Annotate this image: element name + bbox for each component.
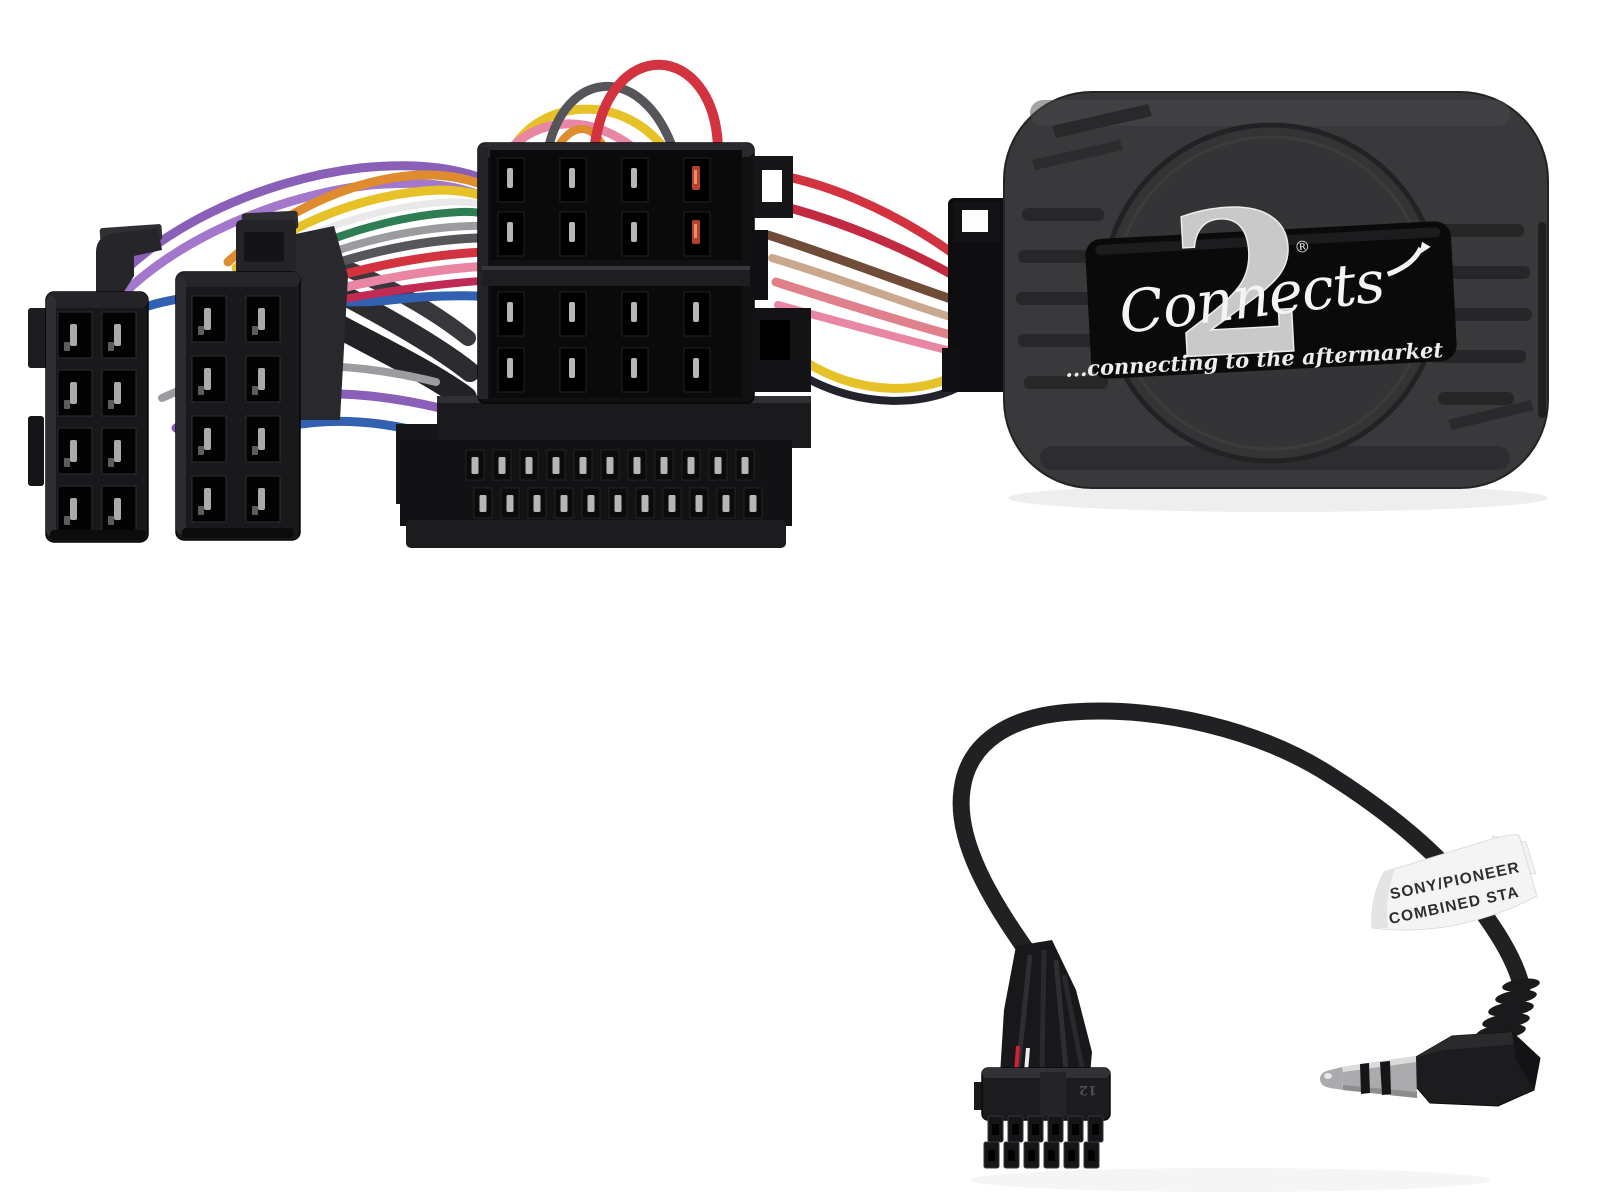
- rear-sheath: [286, 226, 348, 420]
- interface-module: 2 ® Connects ...connecting to the afterm…: [942, 91, 1549, 512]
- quadlock-connector: [396, 142, 811, 548]
- iso-connector-left-a: [28, 224, 163, 543]
- patch-cable: 12: [952, 702, 1541, 1192]
- connects2-logo: 2 ® Connects ...connecting to the afterm…: [1065, 163, 1457, 405]
- molex-boot: [1000, 940, 1092, 1075]
- molex-connector: 12: [974, 1067, 1111, 1169]
- iso-connector-left-b: [175, 210, 348, 541]
- cable-label: SONY/PIONEER COMBINED STA: [1371, 834, 1538, 931]
- jack-tip: [1320, 1056, 1417, 1098]
- left-ribs: [1016, 208, 1122, 389]
- brand-numeral: 2: [1164, 164, 1314, 404]
- latch: [96, 228, 162, 298]
- jack-plug: [1320, 978, 1541, 1107]
- pin-marking: 12: [1079, 1082, 1097, 1097]
- registered-mark: ®: [1294, 237, 1311, 257]
